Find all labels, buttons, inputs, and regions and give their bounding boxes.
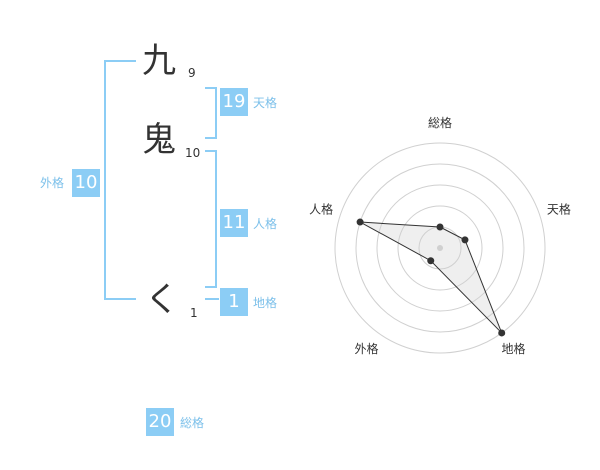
soukaku-value: 20 bbox=[146, 408, 174, 436]
name-char-1: 九 bbox=[142, 41, 176, 81]
radar-series bbox=[356, 218, 506, 337]
radar-ring-2 bbox=[397, 205, 483, 291]
radar-point-3 bbox=[498, 329, 506, 337]
tenkaku-bracket bbox=[205, 87, 217, 139]
chikaku-value: 1 bbox=[220, 288, 248, 316]
tenkaku-value: 19 bbox=[220, 88, 248, 116]
chikaku-connector bbox=[205, 298, 219, 300]
name-char-2: 鬼 bbox=[142, 120, 176, 160]
name-char-3: く bbox=[145, 280, 179, 320]
radar-ring-5 bbox=[334, 142, 546, 354]
radar-grid bbox=[334, 142, 546, 354]
radar-axis-label-5: 人格 bbox=[309, 201, 333, 216]
jinkaku-label: 人格 bbox=[253, 217, 278, 231]
radar-center bbox=[437, 245, 443, 251]
radar-axis-label-3: 地格 bbox=[501, 341, 525, 356]
radar-point-2 bbox=[461, 236, 469, 244]
name-char-3-strokes: 1 bbox=[190, 306, 198, 320]
radar-ring-3 bbox=[376, 184, 504, 312]
name-char-2-strokes: 10 bbox=[185, 146, 201, 160]
radar-point-4 bbox=[427, 257, 435, 265]
name-char-1-strokes: 9 bbox=[188, 66, 196, 80]
radar-axis-label-2: 天格 bbox=[547, 201, 571, 216]
radar-area bbox=[359, 221, 503, 334]
radar-point-5 bbox=[356, 218, 364, 226]
tenkaku-label: 天格 bbox=[253, 96, 278, 110]
gaikaku-value: 10 bbox=[72, 169, 100, 197]
radar-point-1 bbox=[436, 223, 444, 231]
outer-bracket bbox=[104, 60, 136, 300]
chikaku-label: 地格 bbox=[253, 296, 278, 310]
radar-axis-label-4: 外格 bbox=[355, 341, 379, 356]
soukaku-label: 総格 bbox=[180, 416, 205, 430]
gaikaku-label: 外格 bbox=[40, 176, 65, 190]
radar-ring-4 bbox=[355, 163, 525, 333]
jinkaku-bracket bbox=[205, 150, 217, 288]
radar-axis-label-1: 総格 bbox=[428, 115, 452, 130]
jinkaku-value: 11 bbox=[220, 209, 248, 237]
